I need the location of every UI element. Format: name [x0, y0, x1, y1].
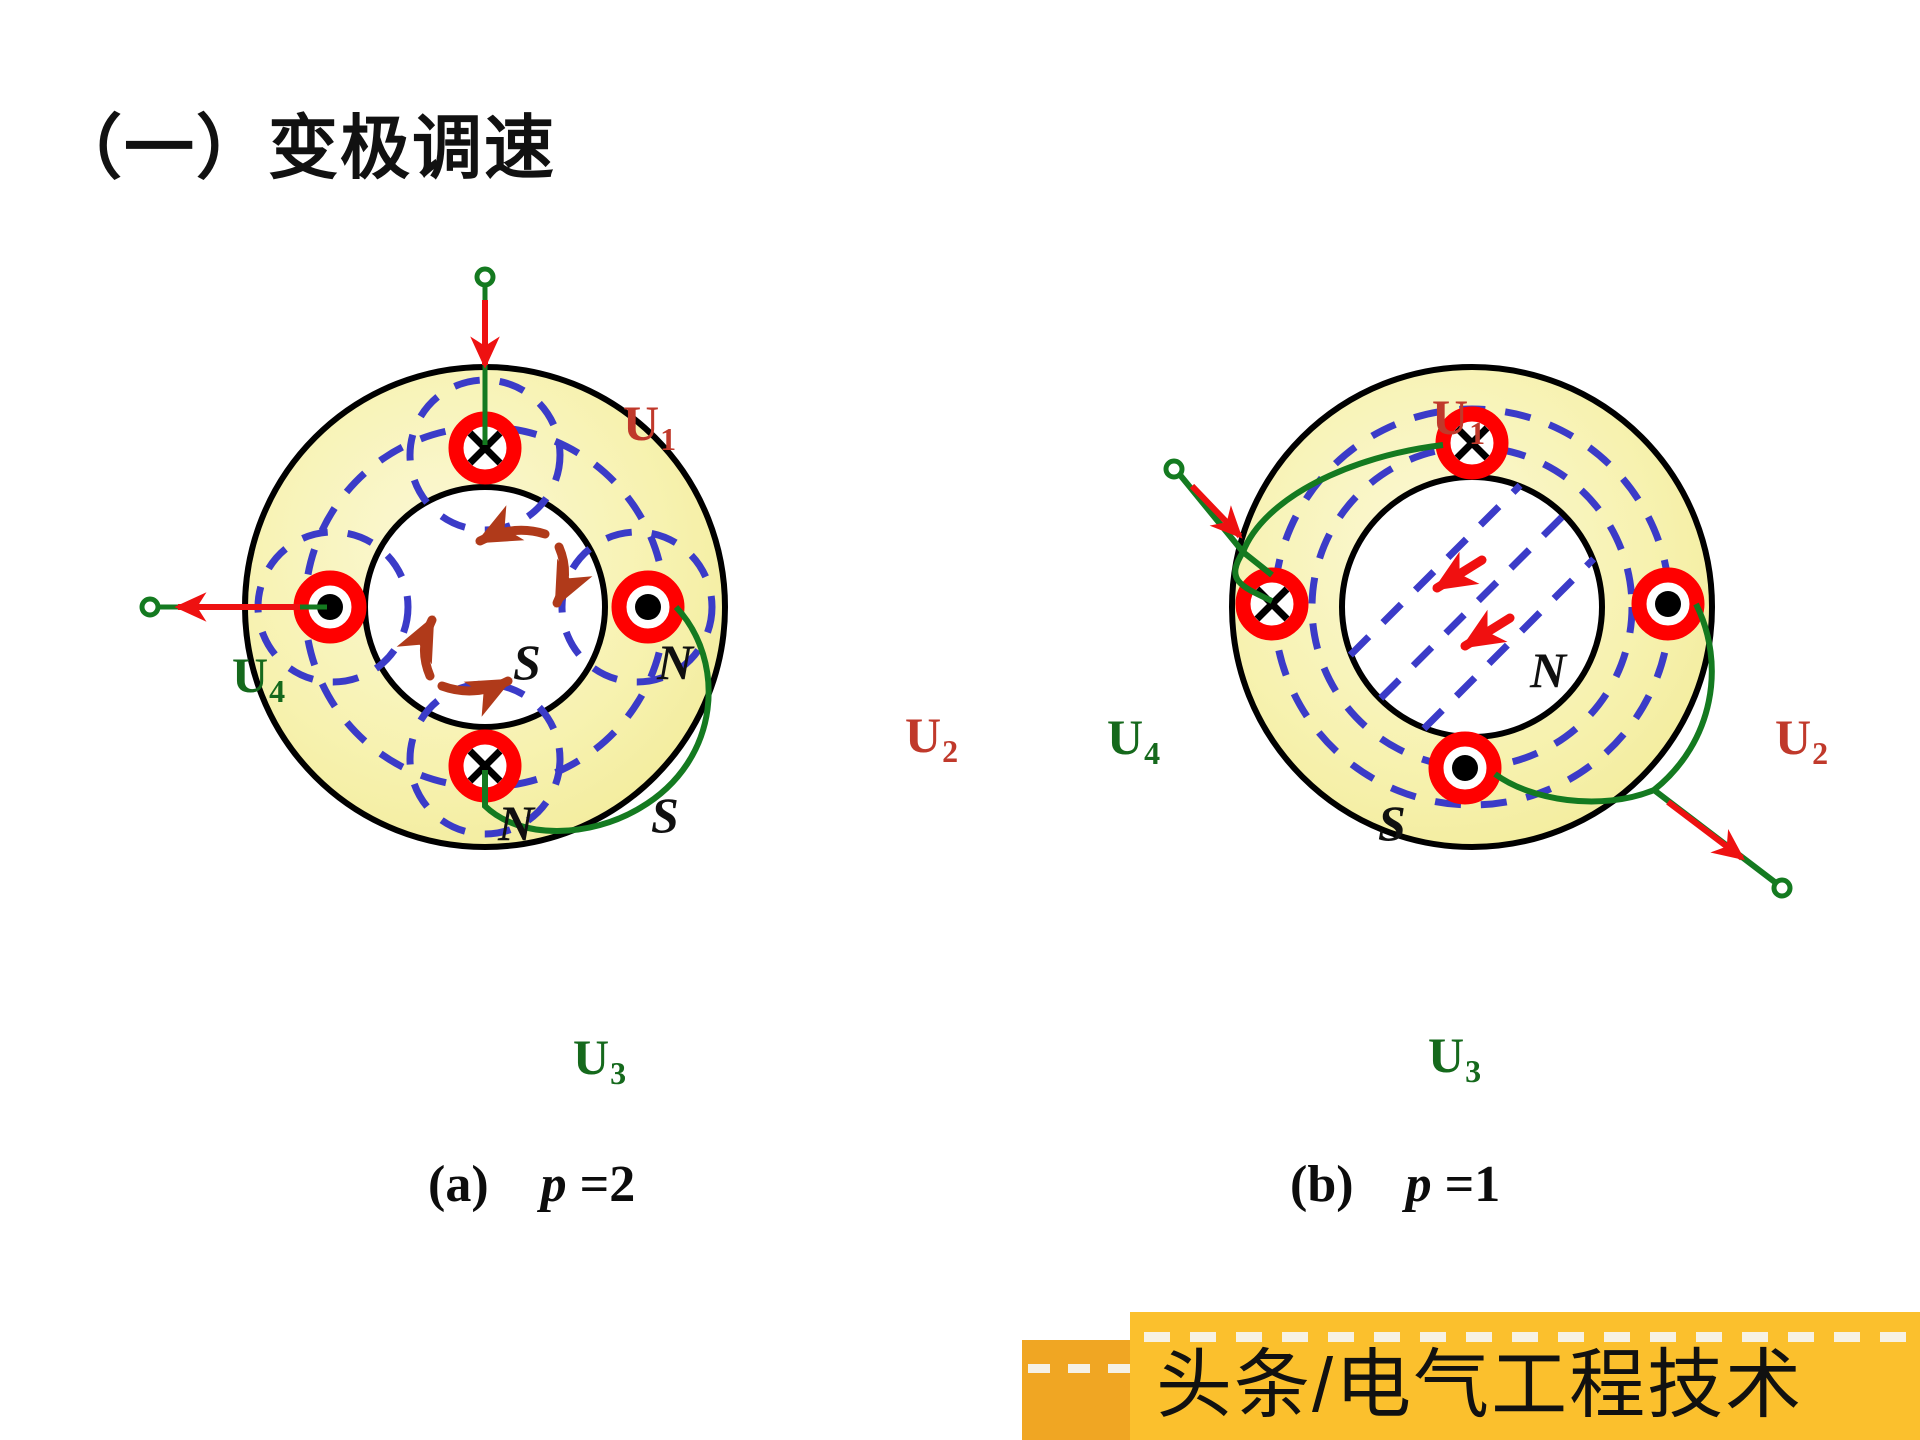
caption-b-equation: =1: [1444, 1156, 1501, 1213]
page-title: （一）变极调速: [52, 111, 556, 188]
caption-a-prefix: (a): [428, 1156, 489, 1213]
coil-u4-b: [1235, 567, 1309, 641]
lead-wire-u4-a: [139, 592, 327, 622]
field-direction-arrows-a: [396, 505, 593, 717]
field-direction-arrows-b: [1432, 551, 1515, 651]
lead-arrow-u4-b: [1189, 483, 1243, 539]
caption-b-prefix: (b): [1290, 1156, 1354, 1213]
coil-u2-a: [611, 570, 685, 644]
terminal-label-u1-b: U1: [1432, 389, 1486, 451]
caption-diagram-b: (b) p =1: [1290, 1155, 1500, 1214]
terminal-label-u3-a: U3: [573, 1029, 627, 1091]
caption-diagram-a: (a) p =2: [428, 1155, 635, 1214]
caption-a-variable: p: [540, 1156, 567, 1213]
banner-ribbon-tail-dash: [1028, 1364, 1132, 1373]
coil-u3-b: [1428, 731, 1502, 805]
lead-wire-u4-b: [1163, 442, 1444, 604]
lead-arrow-u2-b: [1666, 799, 1745, 861]
pole-mark-s-upper-left-a: S: [513, 634, 541, 690]
terminal-label-u2-b: U2: [1775, 709, 1829, 771]
watermark-banner: 头条/电气工程技术: [1022, 1312, 1920, 1440]
terminal-label-u1-a: U1: [623, 395, 677, 457]
watermark-text: 头条/电气工程技术: [1156, 1343, 1804, 1428]
terminal-label-u4-b: U4: [1107, 709, 1161, 771]
banner-dashed-line: [1144, 1332, 1910, 1342]
pole-mark-n-upper-right-a: N: [657, 634, 694, 690]
caption-b-variable: p: [1405, 1156, 1432, 1213]
caption-a-equation: =2: [579, 1156, 636, 1213]
pole-mark-s-b: S: [1378, 795, 1406, 851]
link-wire-u2-u3-a: [482, 604, 712, 834]
banner-ribbon-tail-notch: [1022, 1340, 1132, 1440]
coil-u1-b: [1435, 406, 1509, 480]
terminal-label-u3-b: U3: [1428, 1027, 1482, 1089]
diagram-a-group: [139, 266, 728, 850]
diagram-b-group: [1163, 364, 1793, 899]
pole-mark-n-lower-left-a: N: [498, 795, 535, 851]
pole-mark-n-b: N: [1530, 642, 1567, 698]
banner-ribbon-body: 头条/电气工程技术: [1130, 1312, 1920, 1440]
pole-mark-s-lower-right-a: S: [651, 787, 679, 843]
lead-wire-u1-a: [470, 266, 500, 445]
terminal-label-u4-a: U4: [232, 647, 286, 709]
coil-u1-a: [448, 411, 522, 485]
coil-u2-b: [1631, 567, 1705, 641]
coil-u3-a: [448, 729, 522, 803]
terminal-label-u2-a: U2: [905, 707, 959, 769]
lead-wire-u2-b: [1493, 602, 1793, 899]
